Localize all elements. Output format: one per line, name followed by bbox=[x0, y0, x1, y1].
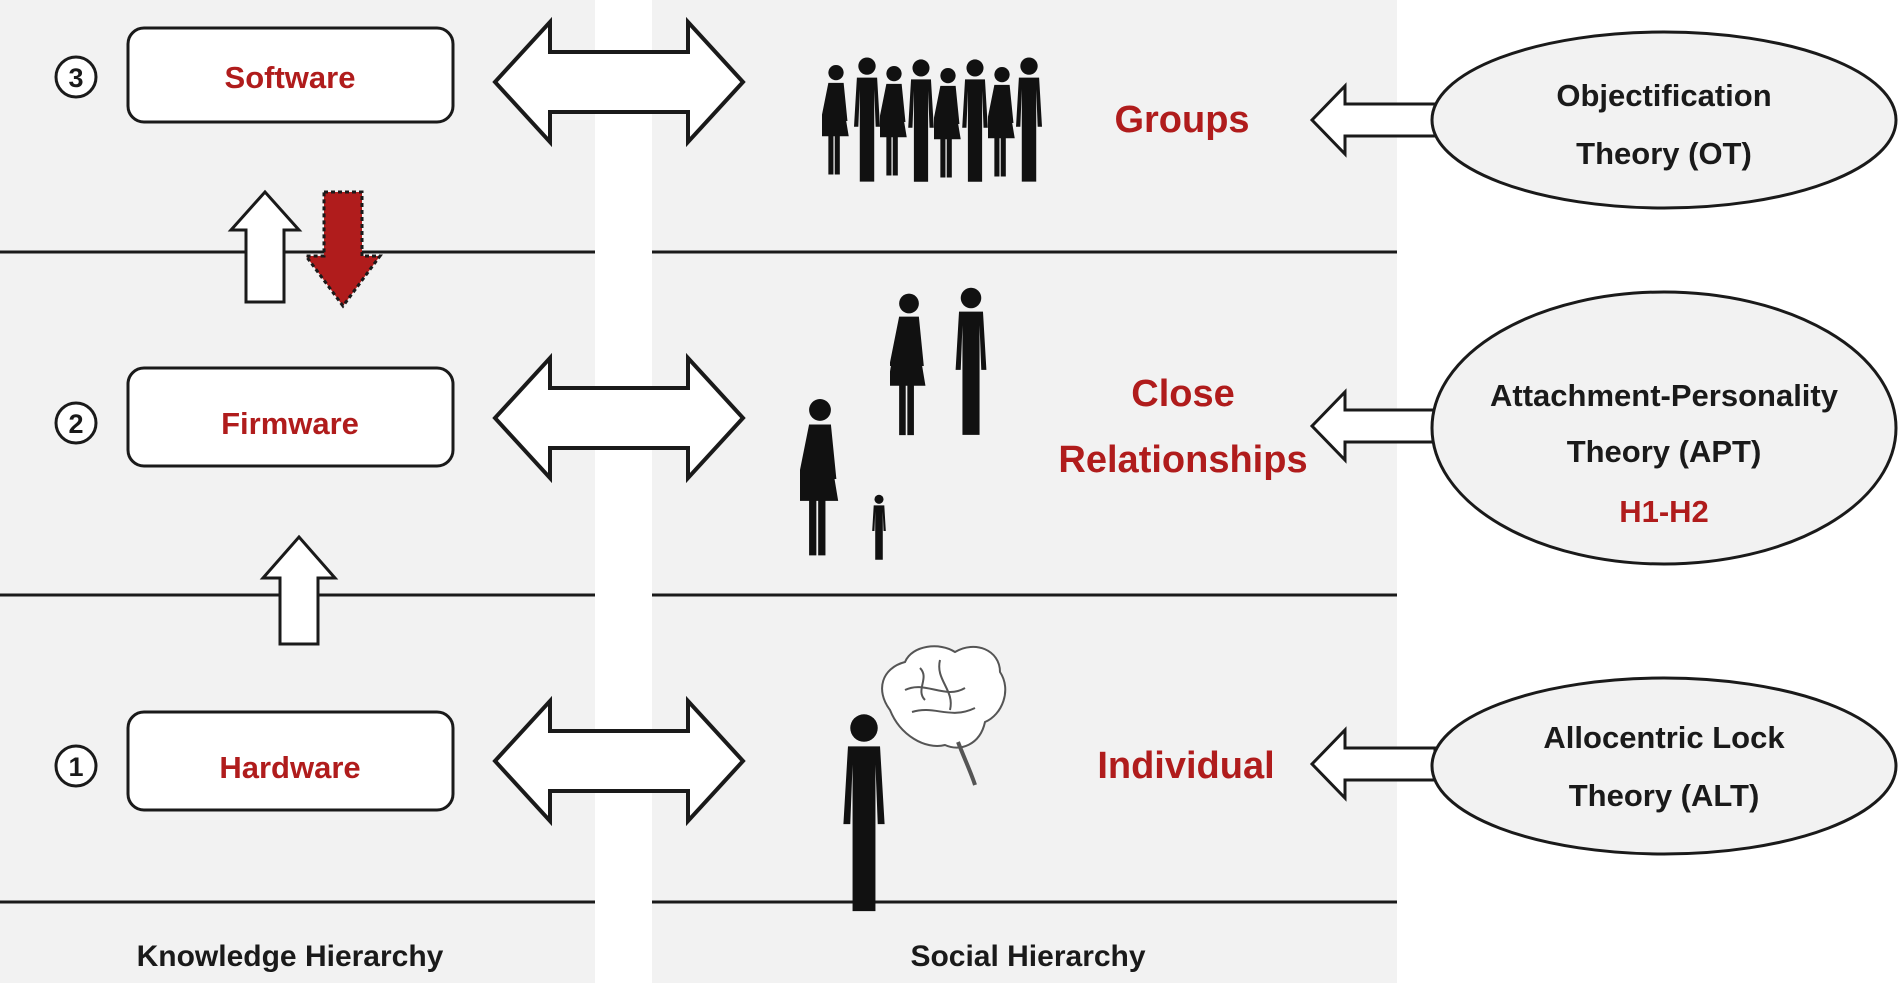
theory-line2: Theory (APT) bbox=[1567, 434, 1762, 469]
level-number-badge bbox=[54, 744, 98, 788]
knowledge-hierarchy-title: Knowledge Hierarchy bbox=[137, 940, 444, 973]
level-number: 1 bbox=[68, 752, 83, 782]
close-label: Close bbox=[1131, 373, 1234, 415]
hypothesis-label: H1-H2 bbox=[1619, 494, 1709, 529]
level-number-badge bbox=[54, 55, 98, 99]
double-arrow-icon bbox=[492, 695, 746, 827]
level-3-row: 3 Software bbox=[54, 26, 455, 124]
level-number: 2 bbox=[68, 409, 83, 439]
software-label: Software bbox=[225, 60, 356, 95]
firmware-box bbox=[126, 366, 455, 468]
brain-icon bbox=[881, 645, 1007, 786]
double-arrow-icon bbox=[492, 352, 746, 484]
relationships-label: Relationships bbox=[1058, 439, 1307, 481]
objectification-theory-node: Objectification Theory (OT) bbox=[1430, 30, 1898, 210]
firmware-label: Firmware bbox=[221, 406, 359, 441]
hardware-label: Hardware bbox=[219, 750, 360, 785]
knowledge-panel bbox=[0, 0, 595, 983]
level-number-badge bbox=[54, 401, 98, 445]
individual-label: Individual bbox=[1097, 745, 1274, 787]
theory-line2: Theory (ALT) bbox=[1569, 778, 1760, 813]
hardware-box bbox=[126, 710, 455, 812]
theory-line1: Attachment-Personality bbox=[1490, 378, 1839, 413]
double-arrow-icon bbox=[492, 16, 746, 148]
theory-line2: Theory (OT) bbox=[1576, 136, 1752, 171]
attachment-personality-theory-node: Attachment-Personality Theory (APT) H1-H… bbox=[1430, 290, 1898, 566]
red-down-arrow-icon bbox=[303, 190, 383, 309]
level-2-row: 2 Firmware bbox=[54, 366, 455, 468]
level-number: 3 bbox=[68, 63, 83, 93]
level-1-row: 1 Hardware bbox=[54, 710, 455, 812]
software-box bbox=[126, 26, 455, 124]
allocentric-lock-theory-node: Allocentric Lock Theory (ALT) bbox=[1430, 676, 1898, 856]
up-arrow-icon bbox=[227, 189, 303, 304]
theory-line1: Allocentric Lock bbox=[1543, 720, 1785, 755]
social-hierarchy-title: Social Hierarchy bbox=[910, 940, 1145, 973]
theory-line1: Objectification bbox=[1556, 78, 1771, 113]
up-arrow-icon bbox=[259, 534, 339, 646]
groups-label: Groups bbox=[1114, 99, 1249, 141]
